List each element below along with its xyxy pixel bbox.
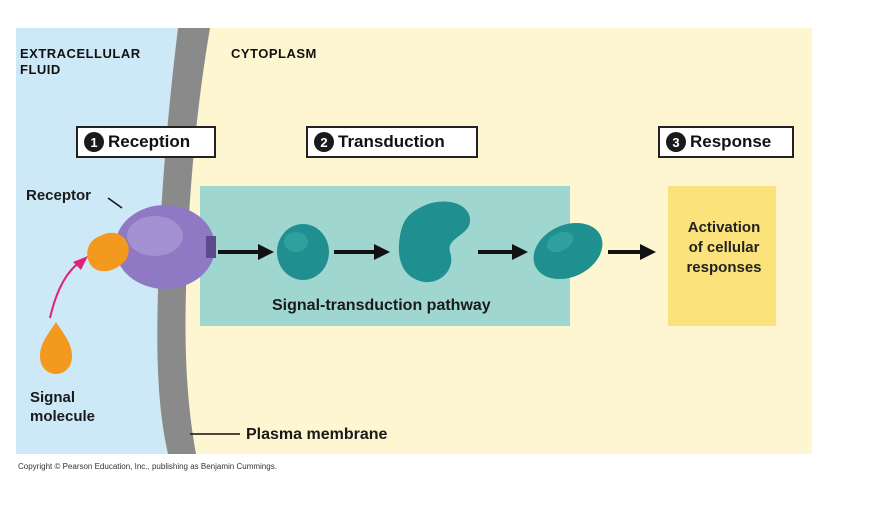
step-number-badge: 1 (84, 132, 104, 152)
step-label: Transduction (338, 132, 445, 151)
relay-protein-3 (533, 222, 603, 280)
receptor-label: Receptor (26, 187, 92, 204)
response-label: Activation of cellular responses (686, 219, 762, 276)
step-transduction: 2 Transduction (306, 126, 478, 158)
step-number-badge: 3 (666, 132, 686, 152)
receptor-pointer (107, 197, 123, 209)
bound-signal-molecule (87, 232, 129, 272)
step-label: Reception (108, 132, 191, 151)
cytoplasm-label: CYTOPLASM (231, 46, 317, 61)
arrow-receptor-to-relay1 (218, 244, 274, 260)
arrow-relay1-to-relay2 (334, 244, 390, 260)
pathway-label: Signal-transduction pathway (272, 297, 491, 314)
step-response: 3 Response (658, 126, 794, 158)
membrane-label: Plasma membrane (246, 426, 388, 443)
relay-protein-1 (277, 224, 329, 280)
response-box (668, 186, 776, 326)
arrow-to-response (608, 244, 656, 260)
copyright-credit: Copyright © Pearson Education, Inc., pub… (18, 462, 277, 471)
signal-molecule-label: Signal molecule (30, 389, 96, 425)
extracellular-label: EXTRACELLULAR FLUID (20, 46, 141, 77)
binding-arrowhead (73, 256, 88, 270)
step-reception: 1 Reception (76, 126, 216, 158)
relay-protein-2 (398, 201, 471, 283)
step-number-badge: 2 (314, 132, 334, 152)
signal-molecule-shape (40, 322, 72, 374)
receptor-protein (115, 205, 216, 289)
arrow-relay2-to-relay3 (478, 244, 528, 260)
step-label: Response (690, 132, 772, 151)
